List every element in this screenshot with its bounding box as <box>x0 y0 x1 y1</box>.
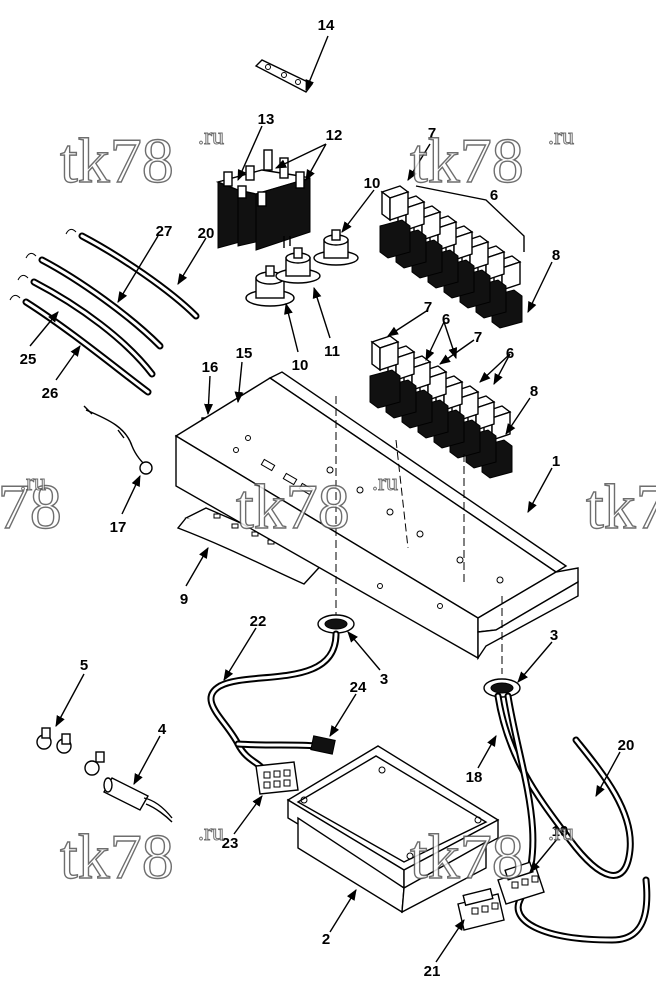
round-relay-b <box>275 247 321 284</box>
part-5-clamps <box>36 727 105 776</box>
relay-unit <box>369 335 401 409</box>
part-2-controller-box <box>286 745 500 914</box>
callout-21: 21 <box>424 963 441 980</box>
lower-relay-bank <box>369 335 513 479</box>
callout-labels: 14 13 12 7 6 10 27 20 8 10 11 25 26 7 6 … <box>20 17 635 980</box>
callout-25: 25 <box>20 351 37 368</box>
callout-20-upper: 20 <box>198 225 215 242</box>
callout-14: 14 <box>318 17 335 34</box>
callout-7-lower-b: 7 <box>474 329 482 346</box>
callout-16: 16 <box>202 359 219 376</box>
callout-17: 17 <box>110 519 127 536</box>
leader-lines <box>29 35 621 963</box>
callout-22: 22 <box>250 613 267 630</box>
callout-4: 4 <box>158 721 167 738</box>
watermark-1-suffix: .ru <box>198 124 224 150</box>
callout-19: 19 <box>552 823 569 840</box>
part-12-13-relay-blocks <box>215 149 311 251</box>
callout-8-lower: 8 <box>530 383 538 400</box>
callout-12: 12 <box>326 127 343 144</box>
callout-13: 13 <box>258 111 275 128</box>
part-10-11-round-relays <box>245 229 359 307</box>
callout-1: 1 <box>552 453 560 470</box>
callout-3-left: 3 <box>380 671 388 688</box>
callout-20-lower: 20 <box>618 737 635 754</box>
callout-27: 27 <box>156 223 173 240</box>
callout-2: 2 <box>322 931 330 948</box>
part-19-connector <box>497 861 545 905</box>
callout-23: 23 <box>222 835 239 852</box>
part-20-harness-lower <box>494 692 651 944</box>
part-24-connector <box>310 735 336 755</box>
loose-wires <box>9 228 200 396</box>
callout-5: 5 <box>80 657 88 674</box>
watermark-7-suffix: .ru <box>548 820 574 846</box>
callout-18: 18 <box>466 769 483 786</box>
callout-6-upper: 6 <box>490 187 498 204</box>
part-9-plate <box>176 507 328 585</box>
watermark-3-suffix: .ru <box>372 470 398 496</box>
assembly-guide-lines <box>335 396 503 674</box>
watermark-4: tk78 <box>0 471 62 542</box>
part-1-chassis-tray <box>174 371 579 661</box>
relay-unit <box>379 185 411 259</box>
watermark-2: tk78 <box>410 125 524 196</box>
part-14-bracket <box>254 59 314 93</box>
callout-8-upper: 8 <box>552 247 560 264</box>
part-4-cylinder <box>103 777 173 823</box>
watermark-7: tk78 <box>410 821 524 892</box>
watermark-3: tk78 <box>236 471 350 542</box>
watermarks: tk78 .ru tk78 .ru tk78 .ru tk78 .ru tk78… <box>0 124 656 893</box>
callout-3-right: 3 <box>550 627 558 644</box>
tray-holes <box>233 435 504 609</box>
callout-6-lower-a: 6 <box>442 311 450 328</box>
callout-24: 24 <box>350 679 367 696</box>
watermark-4-suffix: .ru <box>20 470 46 496</box>
watermark-5: tk78 <box>586 471 656 542</box>
callout-15: 15 <box>236 345 253 362</box>
watermark-6-suffix: .ru <box>198 820 224 846</box>
watermark-6: tk78 <box>60 821 174 892</box>
upper-relay-bank <box>379 185 523 329</box>
callout-26: 26 <box>42 385 59 402</box>
round-relay-a <box>245 265 295 307</box>
callout-10-upper: 10 <box>364 175 381 192</box>
callout-7-lower-a: 7 <box>424 299 432 316</box>
part-22-harness <box>207 630 340 774</box>
callout-7-upper: 7 <box>428 125 436 142</box>
part-17-sensor <box>83 405 153 475</box>
watermark-1: tk78 <box>60 125 174 196</box>
callout-10-lower: 10 <box>292 357 309 374</box>
part-21-connector <box>457 887 505 931</box>
callout-11: 11 <box>324 343 340 360</box>
callout-9: 9 <box>180 591 188 608</box>
part-3-grommets <box>317 614 521 698</box>
round-relay-c <box>313 229 359 266</box>
relay-unit <box>385 345 417 419</box>
part-23-connector <box>255 761 299 795</box>
callout-6-lower-b: 6 <box>506 345 514 362</box>
watermark-2-suffix: .ru <box>548 124 574 150</box>
